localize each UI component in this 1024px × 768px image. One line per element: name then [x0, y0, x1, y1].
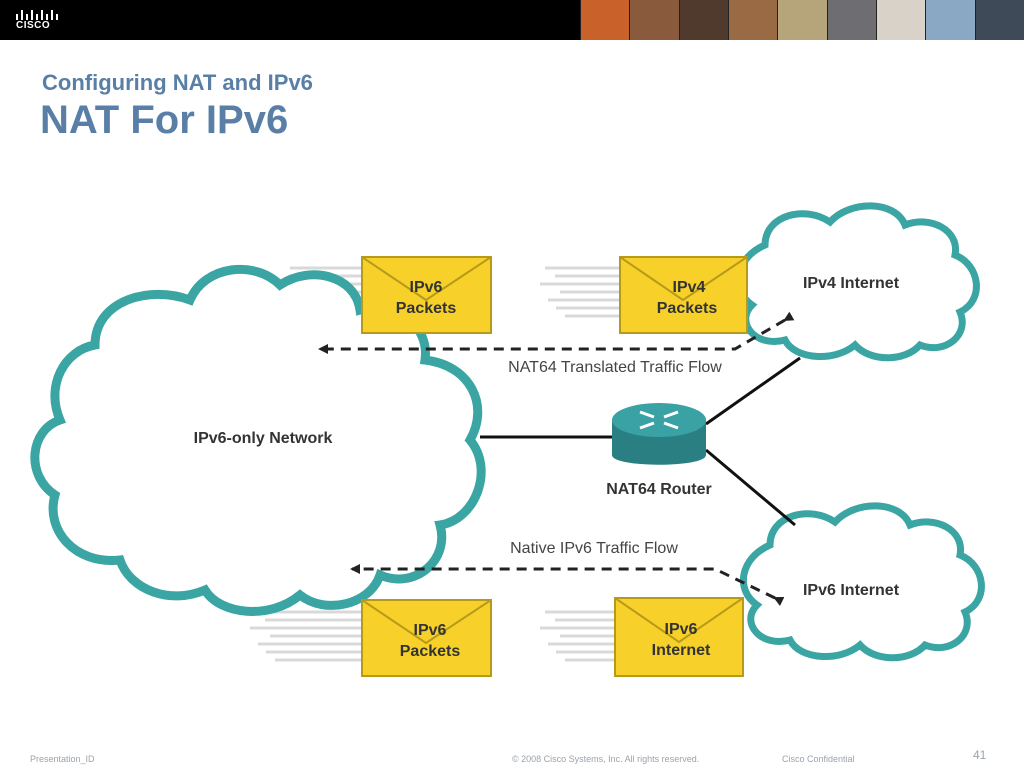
native-flow-label: Native IPv6 Traffic Flow: [510, 540, 678, 557]
header-photo: [580, 0, 630, 40]
nat64-router-icon: [612, 403, 706, 465]
header-photo: [727, 0, 778, 40]
header-photo: [777, 0, 827, 40]
envelope-top-left: IPv6 Packets: [361, 256, 492, 334]
footer-presentation-id: Presentation_ID: [30, 754, 95, 764]
envelope-bottom-right: IPv6 Internet: [614, 597, 744, 677]
header-bar: CISCO: [0, 0, 1024, 40]
envelope-top-right-line2: Packets: [657, 300, 718, 317]
ipv6-internet-cloud: [739, 502, 985, 662]
page-number: 41: [973, 748, 987, 762]
header-photo-strip: [580, 0, 1024, 40]
ipv6-internet-label: IPv6 Internet: [803, 582, 900, 599]
link-router-ipv6-internet: [705, 448, 796, 527]
translated-flow-label: NAT64 Translated Traffic Flow: [508, 359, 722, 376]
envelope-top-right-line1: IPv4: [673, 279, 706, 296]
header-photo: [875, 0, 926, 40]
header-photo: [678, 0, 728, 40]
envelope-bottom-right-line2: Internet: [652, 642, 711, 659]
cisco-logo-icon: [16, 10, 58, 20]
envelope-top-left-line1: IPv6: [410, 279, 443, 296]
footer-copyright: © 2008 Cisco Systems, Inc. All rights re…: [512, 754, 700, 764]
envelope-bottom-right-line1: IPv6: [665, 621, 698, 638]
router-label: NAT64 Router: [606, 481, 712, 498]
logo-wordmark: CISCO: [16, 20, 51, 31]
nat64-translated-flow: [318, 311, 795, 354]
envelope-top-left-line2: Packets: [396, 300, 457, 317]
ipv6-network-label: IPv6-only Network: [194, 430, 333, 447]
ipv6-network-cloud: [30, 264, 486, 616]
header-photo: [826, 0, 876, 40]
slide-title: NAT For IPv6: [40, 98, 289, 142]
native-ipv6-flow: [350, 564, 785, 606]
header-photo: [974, 0, 1024, 40]
envelope-bottom-left-line2: Packets: [400, 643, 461, 660]
header-photo: [925, 0, 975, 40]
envelope-top-right: IPv4 Packets: [619, 256, 748, 334]
header-photo: [629, 0, 679, 40]
ipv6-internet-cloud-shape: [739, 502, 985, 662]
network-links: [480, 356, 801, 527]
ipv4-internet-label: IPv4 Internet: [803, 275, 900, 292]
footer-confidential: Cisco Confidential: [782, 754, 855, 764]
link-router-ipv4-internet: [705, 356, 801, 426]
envelope-bottom-left: IPv6 Packets: [361, 599, 492, 677]
slide-subtitle: Configuring NAT and IPv6: [42, 70, 313, 95]
ipv6-network-cloud-shape: [30, 264, 486, 616]
envelope-bottom-left-line1: IPv6: [414, 622, 447, 639]
